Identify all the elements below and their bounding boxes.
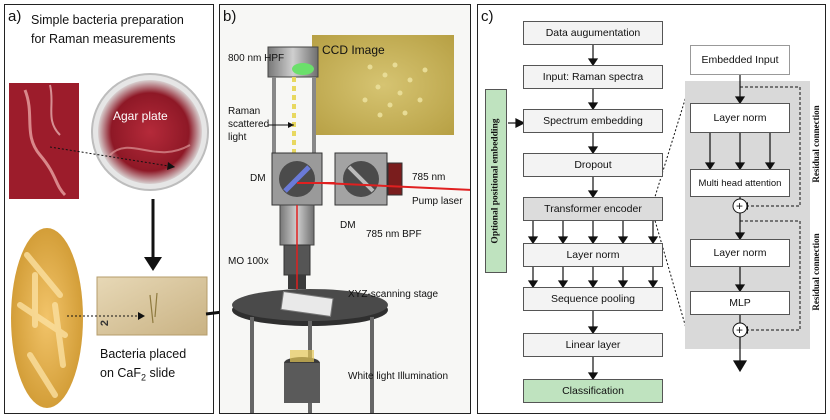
illumination-label: White light Illumination	[348, 371, 449, 382]
stage-label: XYZ-scanning stage	[348, 289, 439, 300]
block-input-raman-spectra: Input: Raman spectra	[523, 65, 663, 89]
residual-label-2: Residual connection	[811, 233, 821, 311]
agar-plate-label: Agar plate	[113, 109, 168, 123]
block-data-augmentation: Data augumentation	[523, 21, 663, 45]
ccd-image-label: CCD Image	[322, 43, 385, 57]
hpf-label: 800 nm HPF	[228, 53, 285, 64]
pump-label-line2: Pump laser	[412, 196, 463, 207]
streak-closeup-image	[9, 83, 79, 199]
block-spectrum-embedding: Spectrum embedding	[523, 109, 663, 133]
bpf-label: 785 nm BPF	[366, 229, 422, 240]
slide-caption-line1: Bacteria placed	[100, 347, 187, 361]
block-transformer-encoder: Transformer encoder	[523, 197, 663, 221]
residual-plus-1: +	[736, 199, 744, 213]
dm-right-label: DM	[340, 220, 356, 231]
block-sequence-pooling: Sequence pooling	[523, 287, 663, 311]
panel-a-title-line2: for Raman measurements	[31, 32, 176, 46]
dm-left-label: DM	[250, 173, 266, 184]
panel-b-label: b)	[223, 8, 237, 25]
raman-label-line2: scattered	[228, 119, 270, 130]
panel-a-sample-preparation: a) Simple bacteria preparation for Raman…	[4, 4, 214, 414]
panel-c-transformer-model: c)	[477, 4, 826, 414]
block-embedded-input: Embedded Input	[690, 45, 790, 75]
block-layer-norm: Layer norm	[523, 243, 663, 267]
residual-plus-2: +	[736, 323, 744, 337]
block-multi-head-attention: Multi head attention	[690, 169, 790, 197]
block-linear-layer: Linear layer	[523, 333, 663, 357]
block-encoder-layer-norm-2: Layer norm	[690, 239, 790, 267]
optional-positional-embedding: Optional positional embedding	[485, 89, 507, 273]
panel-b-raman-setup: b) 800 nm HPF CCD Image Raman scattered …	[219, 4, 471, 414]
panel-a-title-line1: Simple bacteria preparation	[31, 13, 184, 27]
caf2-slide-image	[96, 276, 208, 336]
panel-c-label: c)	[481, 8, 494, 25]
pump-label-line1: 785 nm	[412, 172, 446, 183]
raman-label-line1: Raman	[228, 106, 261, 117]
panel-a-illustration	[9, 73, 209, 408]
agar-plate-image	[91, 73, 209, 191]
block-encoder-layer-norm-1: Layer norm	[690, 103, 790, 133]
block-classification: Classification	[523, 379, 663, 403]
ccd-image	[312, 35, 454, 135]
slide-mark: 2	[99, 319, 112, 327]
block-dropout: Dropout	[523, 153, 663, 177]
raman-setup-illustration	[232, 35, 470, 413]
residual-label-1: Residual connection	[811, 105, 821, 183]
raman-label-line3: light	[228, 132, 247, 143]
panel-a-label: a)	[8, 8, 22, 25]
block-mlp: MLP	[690, 291, 790, 315]
bacteria-closeup-image	[11, 228, 83, 408]
objective-label: MO 100x	[228, 256, 269, 267]
slide-caption-line2: on CaF2 slide	[100, 366, 176, 383]
